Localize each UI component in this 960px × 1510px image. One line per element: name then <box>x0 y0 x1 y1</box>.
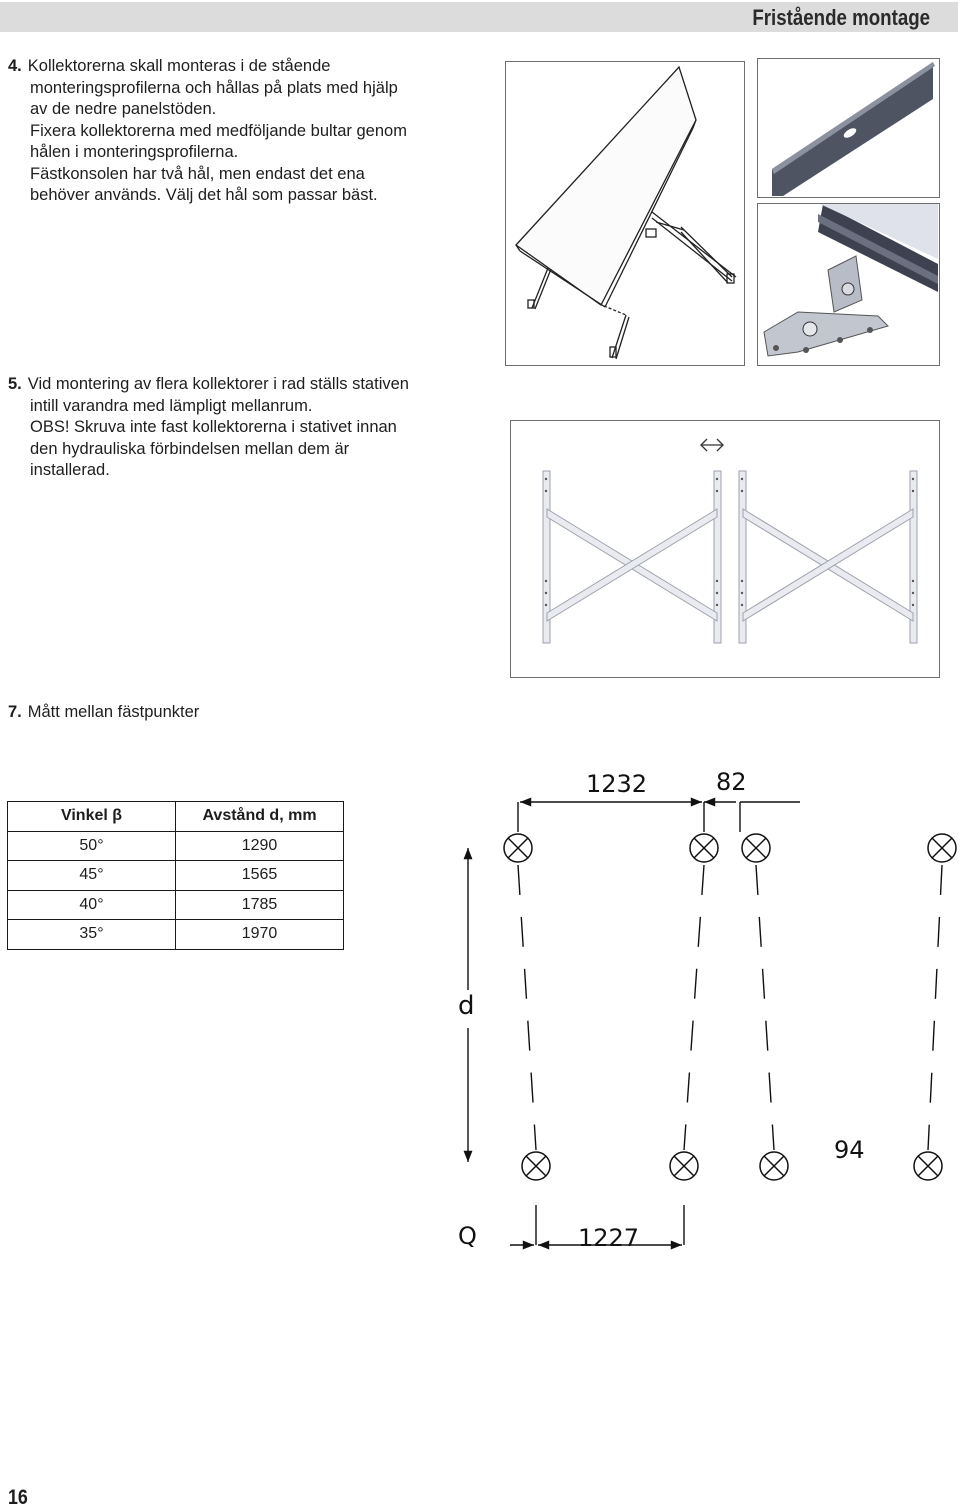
text-line: av de nedre panelstöden. <box>30 100 217 118</box>
dimension-label-top-1: 1232 <box>586 770 647 798</box>
table-cell: 1785 <box>175 889 344 920</box>
step-number: 4. <box>8 57 22 75</box>
table-row: 50° 1290 <box>7 830 344 861</box>
step-4-text: 4. Kollektorerna skall monteras i de ståe… <box>8 56 488 207</box>
table-cell: 45° <box>7 860 176 891</box>
table-header-row: Vinkel β Avstånd d, mm <box>7 801 344 832</box>
table-cell: 1290 <box>175 830 344 861</box>
step-7-title: Mått mellan fästpunkter <box>27 703 200 721</box>
text-line: Kollektorerna skall monteras i de ståend… <box>27 57 331 75</box>
table-cell: 50° <box>7 830 176 861</box>
text-line: intill varandra med lämpligt mellanrum. <box>30 396 313 415</box>
collector-stand-drawing <box>515 65 737 360</box>
dimension-label-q: Q <box>458 1222 477 1250</box>
mounting-profile-figure <box>757 58 940 198</box>
fastening-point-icons <box>503 833 957 1181</box>
page-number: 16 <box>8 1486 28 1509</box>
double-arrow-icon <box>700 438 724 452</box>
dimension-label-d: d <box>458 991 475 1021</box>
step-number: 5. <box>8 375 22 393</box>
text-line: OBS! Skruva inte fast kollektorerna i st… <box>30 418 397 436</box>
text-line: Vid montering av flera kollektorer i rad… <box>27 375 409 393</box>
table-row: 35° 1970 <box>7 919 344 950</box>
stands-in-row-figure <box>510 420 940 678</box>
text-line: Fixera kollektorerna med medföljande bul… <box>30 121 407 140</box>
text-line: monteringsprofilerna och hållas på plats… <box>30 78 398 97</box>
table-cell: 35° <box>7 919 176 950</box>
dimension-label-top-2: 82 <box>716 768 747 796</box>
bracket-detail-figure <box>757 203 940 366</box>
bracket-detail-drawing <box>763 204 938 357</box>
table-header-cell: Vinkel β <box>7 801 176 832</box>
table-cell: 1565 <box>175 860 344 891</box>
table-cell: 40° <box>7 889 176 920</box>
step-number: 7. <box>8 703 22 721</box>
dimension-label-bottom-1: 1227 <box>578 1224 639 1252</box>
text-line: Fästkonsolen har två hål, men endast det… <box>30 164 365 183</box>
table-row: 45° 1565 <box>7 860 344 891</box>
fastening-points-diagram: 1232 82 d 94 Q 1227 <box>458 768 957 1252</box>
page-header-bar: Fristående montage <box>0 2 958 32</box>
dimension-label-94: 94 <box>834 1136 865 1164</box>
text-line: behöver används. Välj det hål som passar… <box>30 186 378 204</box>
step-7-text: 7. Mått mellan fästpunkter <box>8 702 488 724</box>
mounting-profile-drawing <box>772 62 935 196</box>
section-title: Fristående montage <box>752 5 930 30</box>
collector-stand-figure <box>505 61 745 366</box>
table-header-cell: Avstånd d, mm <box>175 801 344 832</box>
stands-in-row-drawing <box>542 438 918 644</box>
step-5-text: 5. Vid montering av flera kollektorer i r… <box>8 374 488 482</box>
angle-distance-table: Vinkel β Avstånd d, mm 50° 1290 45° 1565… <box>7 801 344 950</box>
text-line: hålen i monteringsprofilerna. <box>30 143 239 161</box>
table-cell: 1970 <box>175 919 344 950</box>
text-line: den hydrauliska förbindelsen mellan dem … <box>30 439 350 458</box>
text-line: installerad. <box>30 461 110 479</box>
table-row: 40° 1785 <box>7 889 344 920</box>
